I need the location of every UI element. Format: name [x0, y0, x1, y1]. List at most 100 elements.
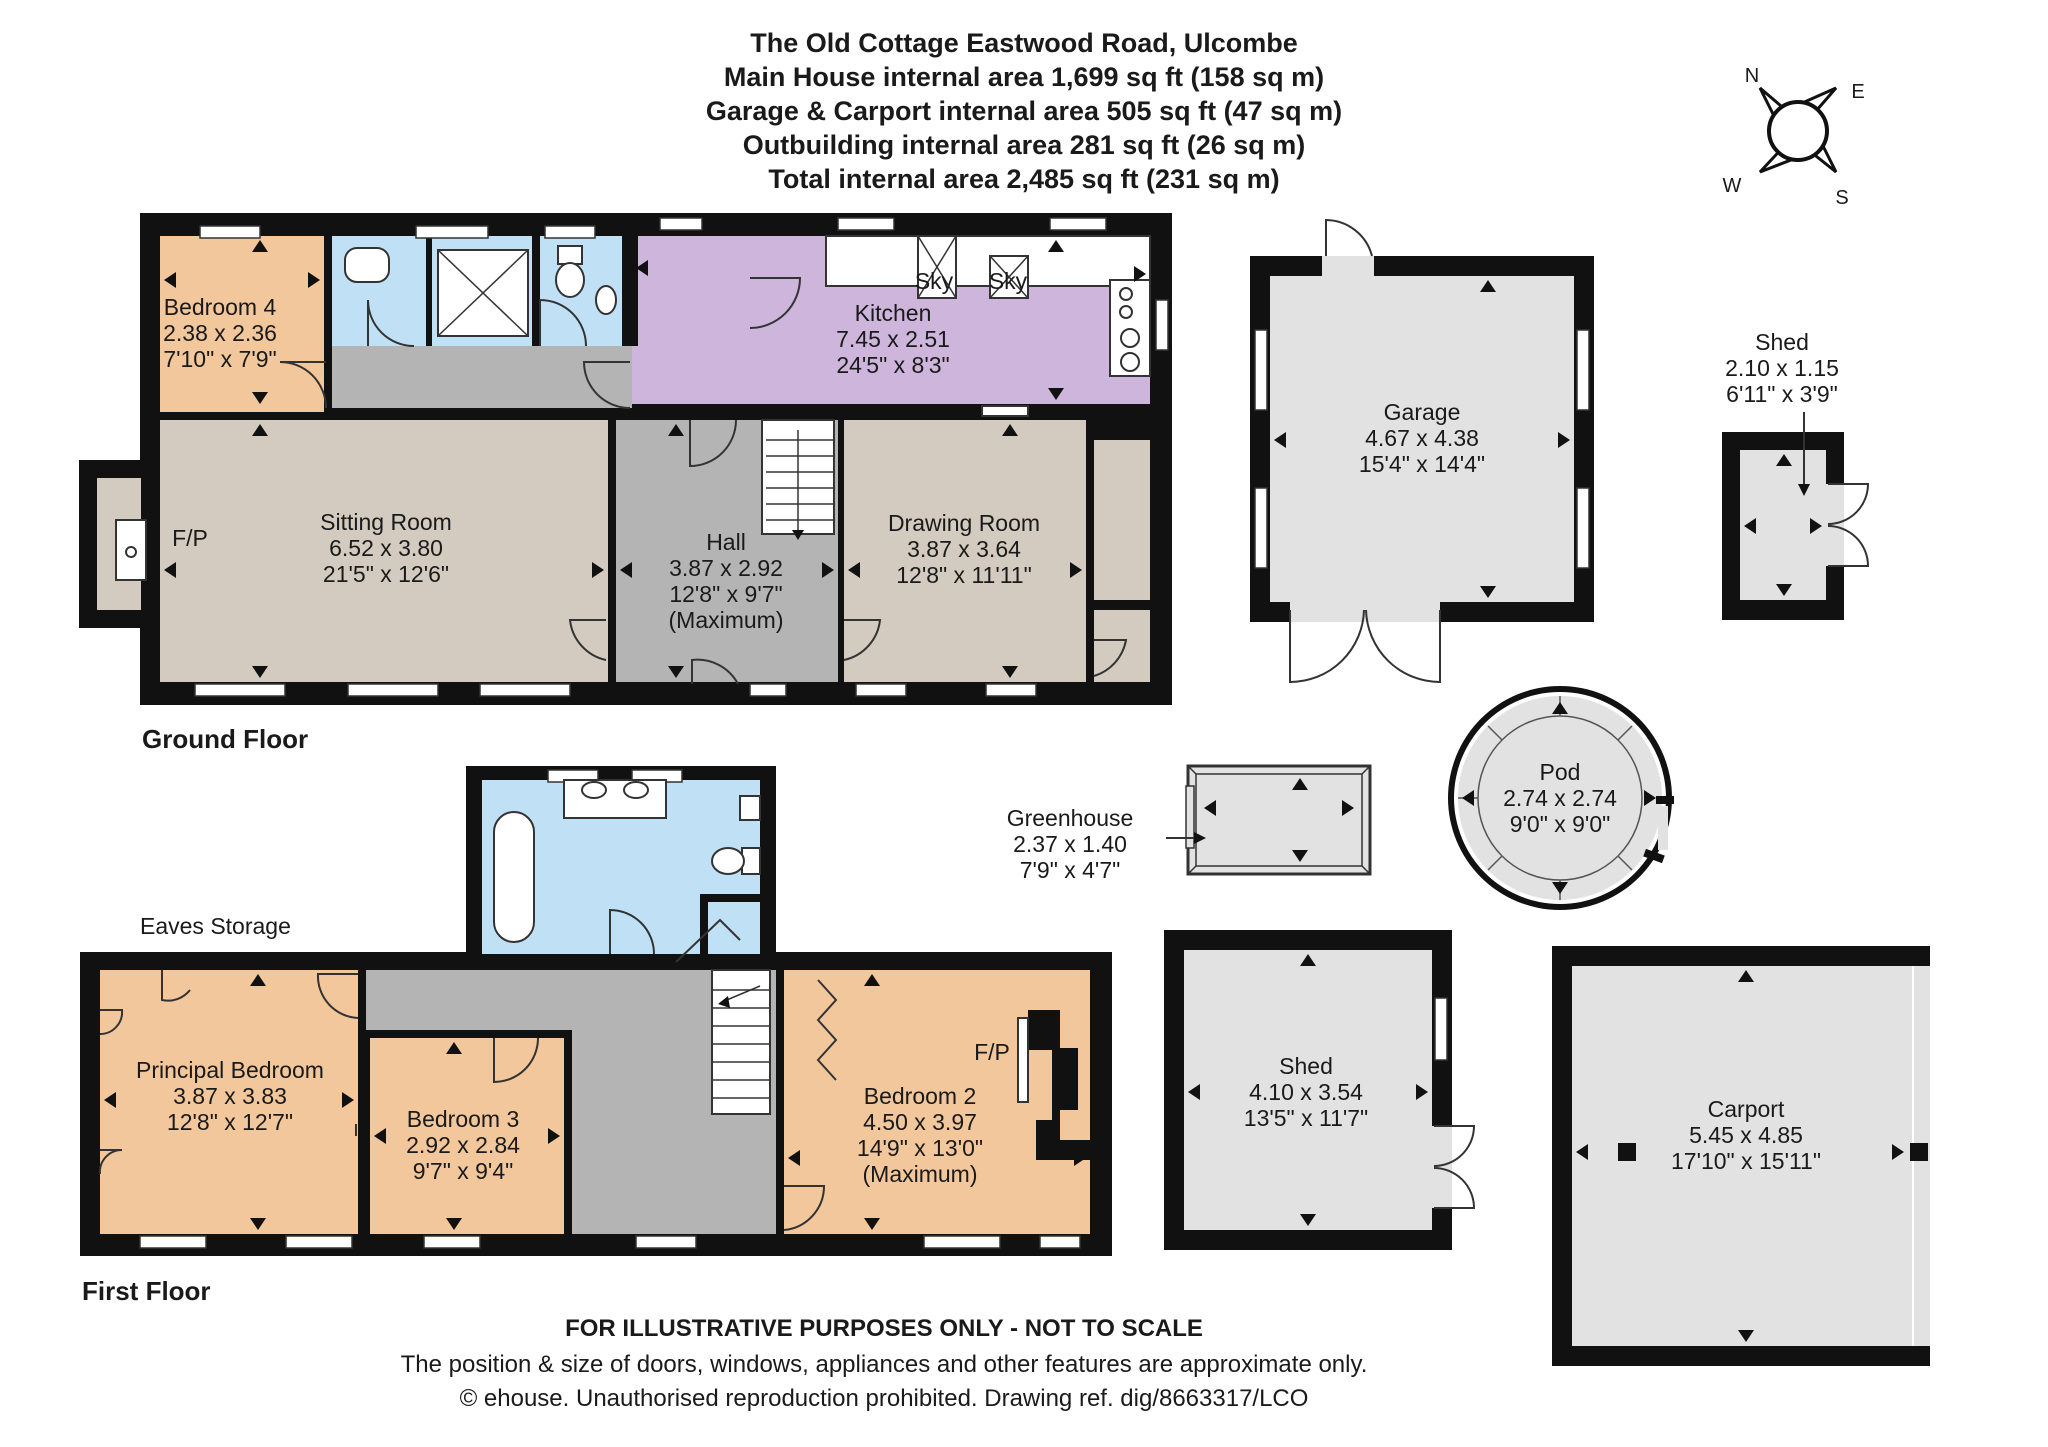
first-landing-top	[364, 970, 776, 1032]
window	[139, 1235, 207, 1249]
room-imperial-bedroom-2: 14'9" x 13'0"	[857, 1135, 983, 1161]
room-imperial-carport: 17'10" x 15'11"	[1671, 1148, 1821, 1174]
door-swing	[582, 361, 631, 409]
window	[749, 683, 787, 697]
window	[544, 225, 596, 239]
basin-small-icon	[739, 795, 761, 821]
copyright-text: © ehouse. Unauthorised reproduction proh…	[460, 1385, 1309, 1412]
door-swing	[1827, 525, 1870, 567]
room-metric-principal-bedroom: 3.87 x 3.83	[173, 1083, 287, 1109]
room-imperial-drawing-room: 12'8" x 11'11"	[896, 562, 1032, 588]
ground-floor-label: Ground Floor	[142, 724, 308, 754]
door-swing	[1093, 639, 1128, 677]
greenhouse: Greenhouse 2.37 x 1.40 7'9" x 4'7"	[1007, 764, 1372, 883]
disclaimer-text: The position & size of doors, windows, a…	[401, 1351, 1368, 1378]
door-swing	[1433, 1167, 1476, 1209]
window	[635, 1235, 697, 1249]
bedroom-4	[160, 236, 324, 414]
window	[855, 683, 907, 697]
room-name-kitchen: Kitchen	[855, 300, 932, 326]
window	[1576, 329, 1590, 411]
room-name-carport: Carport	[1708, 1096, 1785, 1122]
skylight-label: Sky	[989, 268, 1028, 294]
room-metric-shed-small: 2.10 x 1.15	[1725, 355, 1839, 381]
room-imperial-sitting-room: 21'5" x 12'6"	[323, 561, 449, 587]
ground-floor: Bedroom 4 2.38 x 2.36 7'10" x 7'9" Sky S…	[79, 213, 1172, 754]
room-metric-bedroom-2: 4.50 x 3.97	[863, 1109, 977, 1135]
first-floor: Eaves Storage Principal Bedroom 3.87 x 3…	[80, 766, 1112, 1306]
window	[423, 1235, 481, 1249]
room-name-sitting-room: Sitting Room	[320, 509, 452, 535]
basin-icon	[581, 781, 607, 799]
sitting-room	[160, 420, 608, 682]
basin-icon	[344, 247, 390, 283]
compass-icon: N E S W	[1723, 65, 1865, 209]
room-metric-drawing-room: 3.87 x 3.64	[907, 536, 1021, 562]
room-imperial-shed-small: 6'11" x 3'9"	[1726, 381, 1838, 407]
window	[1576, 487, 1590, 569]
basin-icon	[623, 781, 649, 799]
door-swing	[783, 1185, 826, 1231]
carport: Carport 5.45 x 4.85 17'10" x 15'11"	[1552, 946, 1930, 1366]
window	[837, 217, 895, 231]
door-swing	[539, 298, 587, 347]
staircase-ground	[761, 419, 835, 540]
wardrobe-doors	[816, 979, 838, 1081]
room-imperial-hall: 12'8" x 9'7"	[669, 581, 782, 607]
shed-small: Shed 2.10 x 1.15 6'11" x 3'9"	[1722, 329, 1870, 620]
compass-west: W	[1723, 175, 1742, 197]
bedroom-3	[370, 1038, 564, 1234]
door-swing	[279, 361, 327, 409]
first-floor-label: First Floor	[82, 1276, 211, 1306]
door-swing	[316, 973, 359, 1019]
room-imperial-bedroom-4: 7'10" x 7'9"	[163, 346, 276, 372]
room-name-greenhouse: Greenhouse	[1007, 805, 1134, 831]
garage-door-swing	[1365, 609, 1441, 684]
window	[347, 683, 439, 697]
wc-icon	[711, 847, 745, 875]
room-name-bedroom-2: Bedroom 2	[864, 1083, 977, 1109]
room-imperial-greenhouse: 7'9" x 4'7"	[1020, 857, 1121, 883]
main-house-area: Main House internal area 1,699 sq ft (15…	[724, 62, 1324, 92]
garage-door-swing	[1289, 609, 1365, 684]
skylight-label: Sky	[915, 268, 954, 294]
door-swing	[493, 1037, 539, 1084]
window	[199, 225, 261, 239]
window	[1434, 997, 1448, 1061]
door-swing	[367, 299, 415, 347]
window	[1155, 299, 1169, 351]
room-name-principal-bedroom: Principal Bedroom	[136, 1057, 324, 1083]
room-name-pod: Pod	[1540, 759, 1581, 785]
window	[923, 1235, 1001, 1249]
door-swing	[1325, 218, 1373, 257]
door-swing	[1433, 1125, 1476, 1167]
shed-large: Shed 4.10 x 3.54 13'5" x 11'7"	[1164, 930, 1476, 1250]
compass-south: S	[1835, 187, 1848, 209]
drawing-room	[844, 420, 1086, 682]
room-name-hall: Hall	[706, 529, 746, 555]
window	[659, 217, 703, 231]
door-swing	[568, 619, 607, 661]
door-swing	[843, 619, 882, 661]
ground-landing	[330, 346, 632, 408]
eaves-storage-label: Eaves Storage	[140, 913, 291, 939]
footer: FOR ILLUSTRATIVE PURPOSES ONLY - NOT TO …	[401, 1315, 1368, 1412]
door-swing	[99, 1009, 124, 1036]
room-imperial-kitchen: 24'5" x 8'3"	[836, 352, 949, 378]
drawing-room-alcove	[1094, 440, 1150, 600]
wc-icon	[555, 262, 585, 298]
vanity-basin-icon	[563, 779, 667, 819]
drawing-room-cupboard	[1094, 610, 1150, 682]
door-swing	[749, 277, 802, 329]
room-metric-greenhouse: 2.37 x 1.40	[1013, 831, 1127, 857]
window	[194, 683, 286, 697]
door-swing	[609, 908, 655, 955]
window	[415, 225, 489, 239]
garage: Garage 4.67 x 4.38 15'4" x 14'4"	[1250, 218, 1594, 684]
room-note-bedroom-2: (Maximum)	[863, 1161, 978, 1187]
room-metric-pod: 2.74 x 2.74	[1503, 785, 1617, 811]
room-imperial-pod: 9'0" x 9'0"	[1510, 811, 1611, 837]
window	[1254, 487, 1268, 569]
basin-icon	[595, 285, 617, 315]
